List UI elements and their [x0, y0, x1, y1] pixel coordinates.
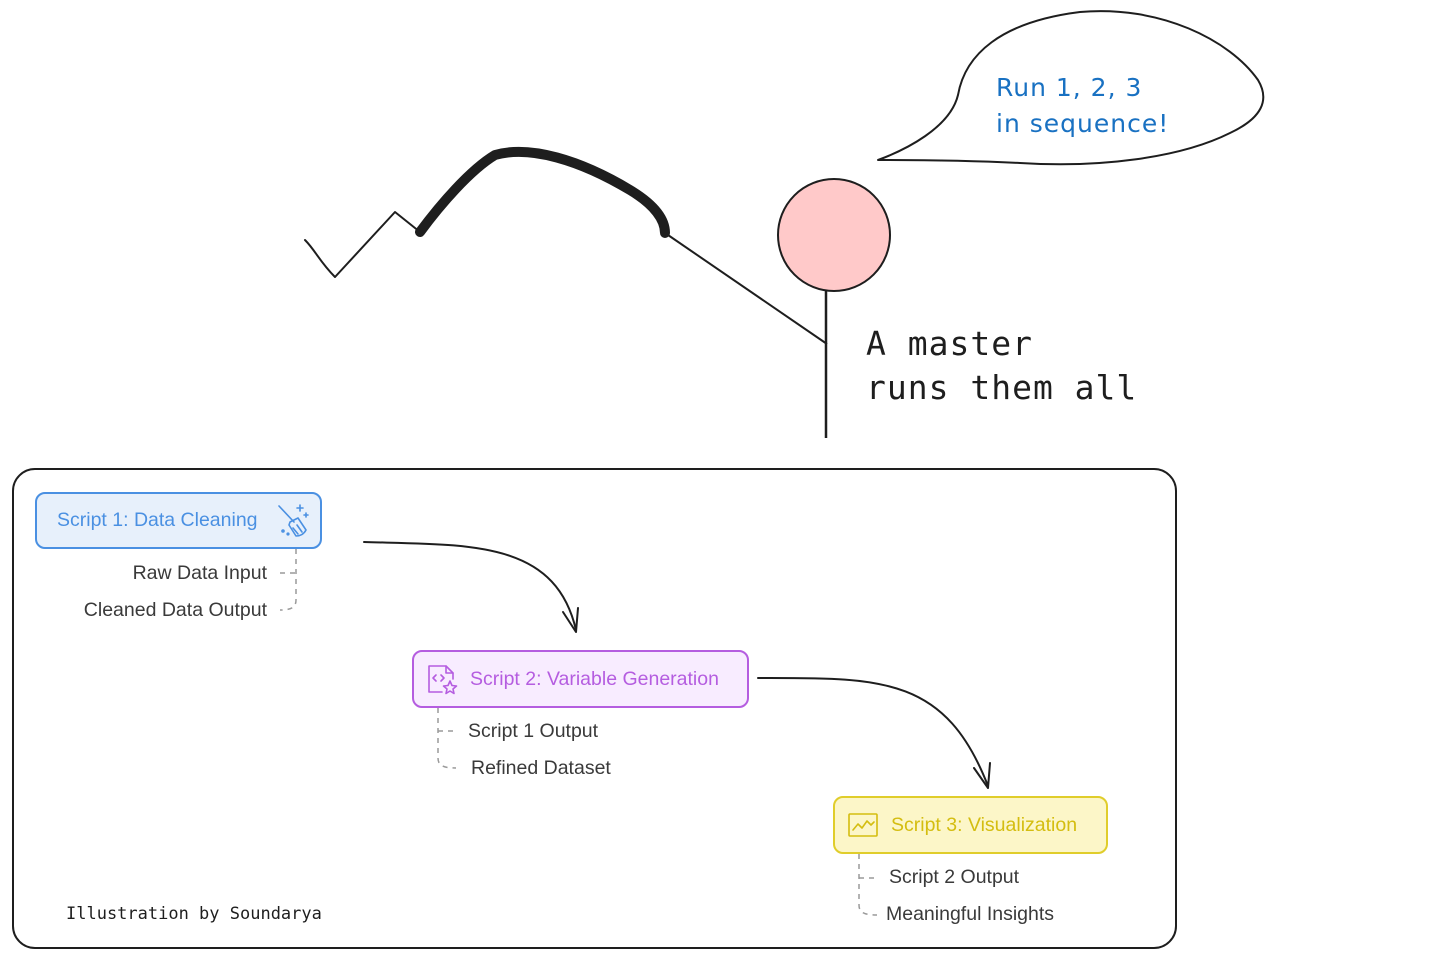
line-chart-icon: [847, 812, 879, 838]
speech-bubble: [877, 10, 1265, 166]
arrow-head-2: [973, 762, 991, 789]
baton-line: [304, 211, 421, 278]
illustration-credit: Illustration by Soundarya: [66, 904, 322, 924]
node1-connectors: [279, 549, 297, 611]
script-1-detail-1: Raw Data Input: [132, 562, 267, 584]
master-label-line-1: A master: [866, 324, 1033, 363]
node3-connectors: [858, 854, 878, 916]
speech-bubble-text: Run 1, 2, 3 in sequence!: [996, 70, 1169, 142]
script-1-title: Script 1: Data Cleaning: [57, 509, 258, 531]
script-1-detail-2: Cleaned Data Output: [83, 599, 267, 621]
script-2-title: Script 2: Variable Generation: [470, 667, 719, 690]
speech-line-1: Run 1, 2, 3: [996, 73, 1143, 102]
script-1-node[interactable]: Script 1: Data Cleaning: [35, 492, 322, 549]
script-2-detail-1: Script 1 Output: [468, 720, 599, 742]
arrow-script1-to-script2: [363, 541, 577, 631]
baton-stroke: [415, 146, 670, 238]
script-3-node[interactable]: Script 3: Visualization: [833, 796, 1108, 854]
script-3-title: Script 3: Visualization: [891, 813, 1078, 836]
master-label: A master runs them all: [866, 322, 1137, 410]
broom-sparkle-icon: [276, 503, 310, 545]
script-3-detail-2: Meaningful Insights: [886, 903, 1055, 925]
figure-arm: [667, 234, 828, 345]
pipeline-container: [12, 468, 1177, 949]
master-label-line-2: runs them all: [866, 368, 1138, 407]
script-2-node[interactable]: Script 2: Variable Generation: [412, 650, 749, 708]
script-2-detail-2: Refined Dataset: [471, 757, 611, 779]
node2-connectors: [437, 708, 457, 769]
arrow-head-1: [562, 607, 579, 633]
script-3-detail-1: Script 2 Output: [889, 866, 1020, 888]
speech-line-2: in sequence!: [996, 109, 1170, 138]
code-file-star-icon: [426, 663, 458, 695]
arrow-script2-to-script3: [757, 676, 989, 787]
figure-head: [777, 178, 891, 292]
